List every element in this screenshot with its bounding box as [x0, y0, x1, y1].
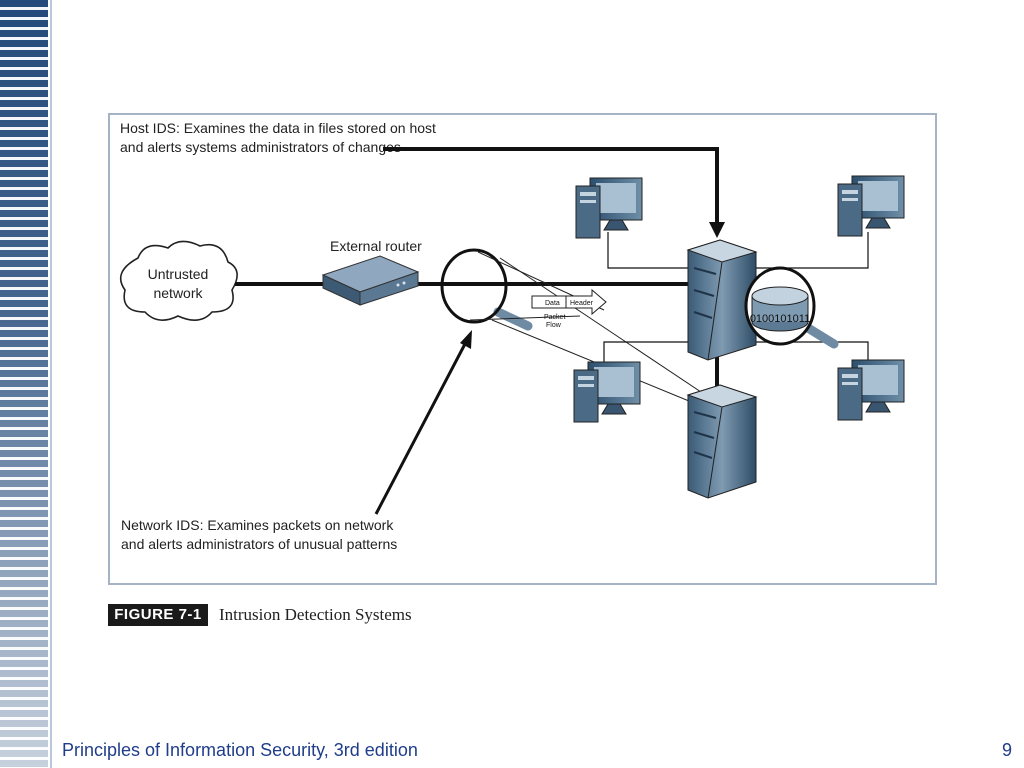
- disk-binary-label: 0100101011: [750, 313, 810, 325]
- network-ids-label-line1: Network IDS: Examines packets on network: [121, 517, 394, 533]
- stripe-fade-overlay: [0, 0, 48, 768]
- host-ids-magnifier-icon: 0100101011: [744, 266, 839, 349]
- packet-icon: Data Header Packet Flow: [531, 288, 607, 329]
- slide-page-number: 9: [1001, 740, 1012, 760]
- link-pc-top-right: [752, 232, 869, 269]
- host-ids-arrowhead: [709, 222, 725, 238]
- link-pc-bottom-right: [752, 341, 869, 360]
- footer-book-title: Principles of Information Security, 3rd …: [62, 740, 418, 760]
- figure-frame: [108, 113, 937, 585]
- zoom-projection-line: [499, 257, 711, 399]
- network-ids-arrowhead: [460, 330, 472, 349]
- link-pc-top-left: [607, 232, 692, 269]
- packet-header-label: Header: [570, 300, 594, 307]
- host-ids-label-line2: and alerts systems administrators of cha…: [120, 139, 401, 155]
- workstation-icon: [837, 175, 905, 237]
- link-pc-bottom-left: [603, 341, 692, 362]
- host-ids-label-line1: Host IDS: Examines the data in files sto…: [120, 120, 436, 136]
- figure-caption: Intrusion Detection Systems: [219, 605, 412, 624]
- packet-flow-label-line2: Flow: [546, 322, 562, 329]
- untrusted-label-line1: Untrusted: [148, 266, 209, 282]
- untrusted-network-cloud: Untrusted network: [119, 240, 238, 321]
- network-ids-server-icon: [686, 384, 758, 499]
- workstation-icon: [575, 177, 643, 239]
- zoom-projection-line: [469, 315, 581, 321]
- network-ids-arrow: [374, 341, 468, 515]
- packet-flow-label-line1: Packet: [544, 314, 565, 321]
- host-server-icon: [686, 239, 758, 361]
- host-ids-arrow: [383, 147, 719, 228]
- workstation-icon: [837, 359, 905, 421]
- router-icon: [321, 255, 420, 306]
- network-ids-magnifier-icon: [440, 248, 533, 331]
- stripe-divider-line: [50, 0, 52, 768]
- disk-icon: [751, 286, 809, 332]
- workstation-icon: [573, 361, 641, 423]
- external-router-label: External router: [330, 238, 422, 254]
- network-ids-label-line2: and alerts administrators of unusual pat…: [121, 536, 397, 552]
- untrusted-label-line2: network: [153, 285, 203, 301]
- packet-data-label: Data: [545, 300, 560, 307]
- figure-number-tag: FIGURE 7-1: [108, 604, 208, 626]
